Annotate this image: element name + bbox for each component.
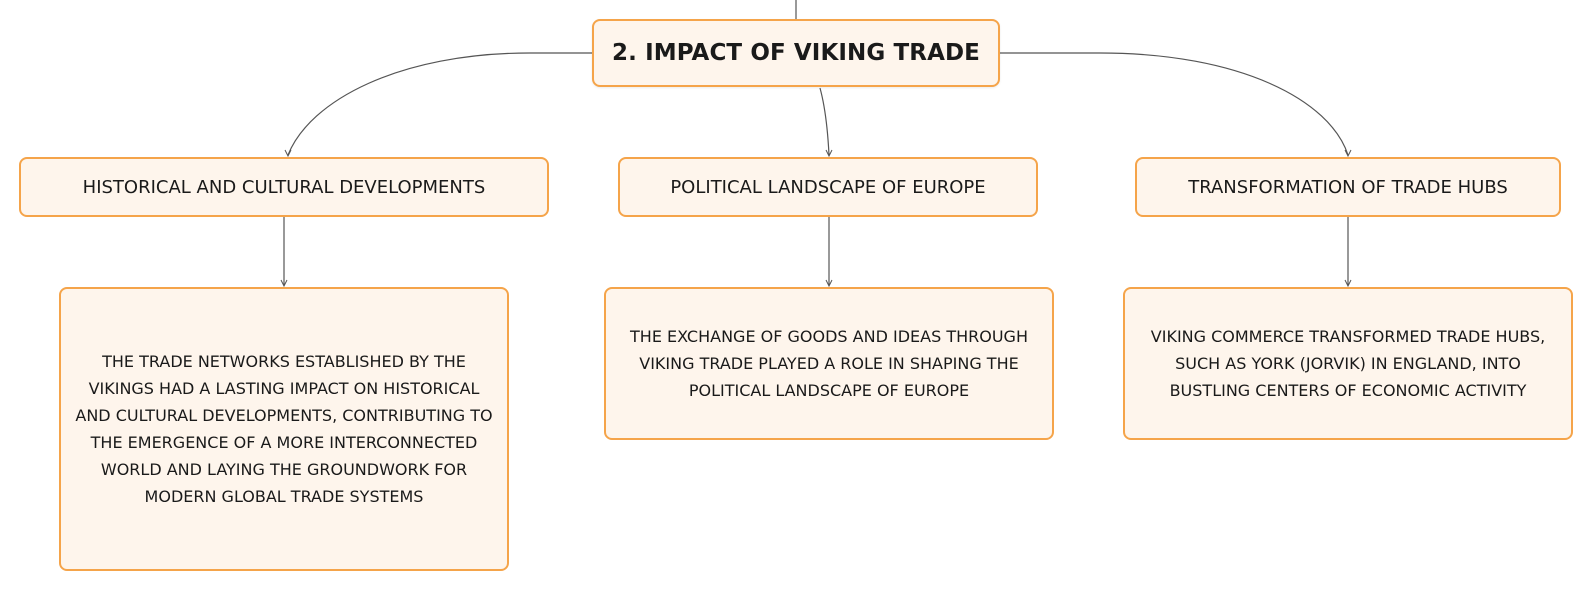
branch-label: TRANSFORMATION OF TRADE HUBS: [1188, 176, 1508, 198]
branch-label: HISTORICAL AND CULTURAL DEVELOPMENTS: [82, 176, 486, 198]
connector-root-branch-0: [287, 52, 592, 156]
arrowhead-detail-2: [1344, 279, 1352, 288]
branch-political-landscape[interactable]: POLITICAL LANDSCAPE OF EUROPE: [618, 157, 1038, 217]
detail-historical-cultural[interactable]: THE TRADE NETWORKS ESTABLISHED BY THE VI…: [59, 287, 509, 571]
arrowhead-detail-0: [280, 279, 288, 288]
root-topic[interactable]: 2. IMPACT OF VIKING TRADE: [592, 19, 1000, 87]
arrowhead-branch-1: [825, 149, 833, 158]
detail-text: VIKING COMMERCE TRANSFORMED TRADE HUBS, …: [1150, 327, 1546, 400]
branch-historical-cultural[interactable]: HISTORICAL AND CULTURAL DEVELOPMENTS: [19, 157, 549, 217]
arrowhead-branch-0: [284, 149, 292, 158]
branch-label: POLITICAL LANDSCAPE OF EUROPE: [670, 176, 986, 198]
arrowhead-detail-1: [825, 279, 833, 288]
connector-root-branch-2: [1000, 52, 1349, 156]
detail-text: THE EXCHANGE OF GOODS AND IDEAS THROUGH …: [630, 327, 1028, 400]
branch-trade-hubs[interactable]: TRANSFORMATION OF TRADE HUBS: [1135, 157, 1561, 217]
detail-trade-hubs[interactable]: VIKING COMMERCE TRANSFORMED TRADE HUBS, …: [1123, 287, 1573, 440]
connector-root-branch-1: [819, 87, 830, 156]
detail-text: THE TRADE NETWORKS ESTABLISHED BY THE VI…: [75, 352, 493, 506]
root-topic-label: 2. IMPACT OF VIKING TRADE: [612, 40, 980, 66]
detail-political-landscape[interactable]: THE EXCHANGE OF GOODS AND IDEAS THROUGH …: [604, 287, 1054, 440]
arrowhead-branch-2: [1344, 149, 1352, 158]
